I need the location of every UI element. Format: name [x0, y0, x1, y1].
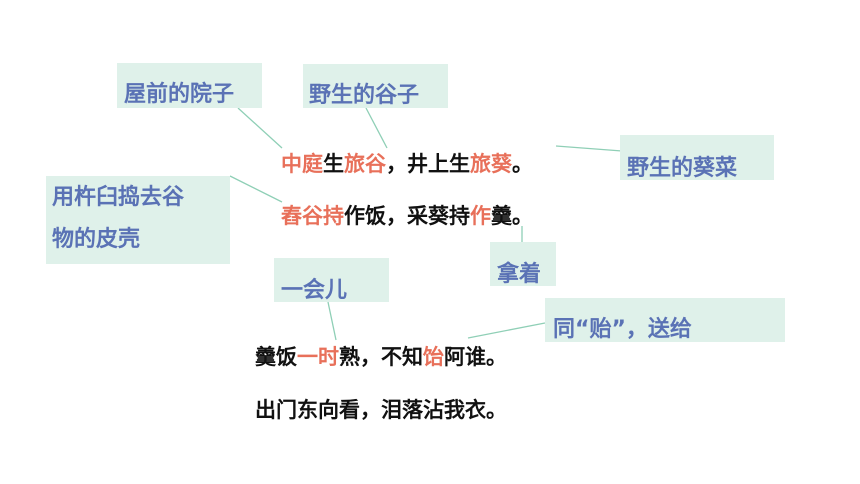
poem-3-hl-yishi: 一时 [297, 345, 339, 369]
poem-1-text-b: ，井上生 [386, 152, 470, 176]
note-wild-grain: 野生的谷子 [303, 64, 448, 108]
note-moment: 一会儿 [274, 258, 389, 303]
poem-2-text-b: 羹。 [491, 204, 533, 228]
note-courtyard: 屋前的院子 [117, 63, 262, 108]
poem-1-hl-zhongting: 中庭 [281, 152, 323, 176]
poem-line-2: 舂谷持作饭，采葵持作羹。 [281, 200, 533, 230]
poem-3-text-c: 阿谁。 [444, 345, 507, 369]
note-holding: 拿着 [490, 242, 556, 287]
leader-courtyard [237, 107, 283, 149]
poem-1-text-a: 生 [323, 152, 344, 176]
note-give: 同“贻”，送给 [545, 298, 785, 342]
note-pestle-line2: 物的皮壳 [52, 227, 141, 252]
poem-2-text-a: 作饭，采葵持 [344, 204, 470, 228]
leader-wild-sunflower [555, 145, 623, 152]
poem-4-text: 出门东向看，泪落沾我衣。 [255, 398, 507, 422]
note-wild-sunflower: 野生的葵菜 [620, 135, 774, 181]
note-pestle-line1: 用杵臼捣去谷 [52, 185, 185, 210]
poem-line-1: 中庭生旅谷，井上生旅葵。 [281, 148, 533, 178]
poem-1-hl-lvgu: 旅谷 [344, 152, 386, 176]
leader-pestle [229, 175, 283, 203]
note-pestle: 用杵臼捣去谷 物的皮壳 [46, 176, 230, 264]
leader-give [467, 322, 546, 339]
poem-line-4: 出门东向看，泪落沾我衣。 [255, 394, 507, 424]
poem-2-hl-zuo: 作 [470, 204, 491, 228]
poem-3-text-b: 熟，不知 [339, 345, 423, 369]
poem-3-hl-yi: 饴 [423, 345, 444, 369]
poem-1-text-c: 。 [512, 152, 533, 176]
poem-1-hl-lvkui: 旅葵 [470, 152, 512, 176]
poem-line-3: 羹饭一时熟，不知饴阿谁。 [255, 341, 507, 371]
poem-3-text-a: 羹饭 [255, 345, 297, 369]
poem-2-hl-chonggu: 舂谷持 [281, 204, 344, 228]
leader-moment [327, 301, 337, 341]
leader-wild-grain [365, 107, 388, 149]
